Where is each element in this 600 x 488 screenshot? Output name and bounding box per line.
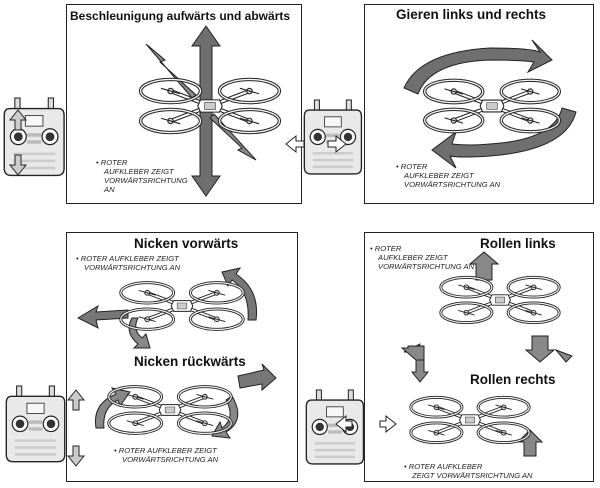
- yaw-note: • ROTER AUFKLEBER ZEIGT VORWÄRTSRICHTUNG…: [396, 162, 501, 189]
- roll-left-note: • ROTER AUFKLEBER ZEIGT VORWÄRTSRICHTUNG…: [370, 244, 475, 271]
- pitch-backward-title: Nicken rückwärts: [134, 354, 246, 369]
- pitch-backward-note: • ROTER AUFKLEBER ZEIGT VORWÄRTSRICHTUNG…: [114, 446, 219, 464]
- roll-left-title: Rollen links: [480, 236, 556, 251]
- panel-yaw-title: Gieren links und rechts: [396, 7, 547, 22]
- roll-right-note: • ROTER AUFKLEBER ZEIGT VORWÄRTSRICHTUNG…: [404, 462, 533, 480]
- panel-yaw: [364, 4, 594, 204]
- pitch-forward-note: • ROTER AUFKLEBER ZEIGT VORWÄRTSRICHTUNG…: [76, 254, 181, 272]
- roll-right-title: Rollen rechts: [470, 372, 556, 387]
- panel-throttle: [66, 4, 302, 204]
- throttle-note: • ROTER AUFKLEBER ZEIGT VORWÄRTSRICHTUNG…: [96, 158, 188, 194]
- panel-throttle-title: Beschleunigung aufwärts und abwärts: [70, 9, 291, 23]
- pitch-forward-title: Nicken vorwärts: [134, 236, 239, 251]
- panel-pitch: [66, 232, 298, 482]
